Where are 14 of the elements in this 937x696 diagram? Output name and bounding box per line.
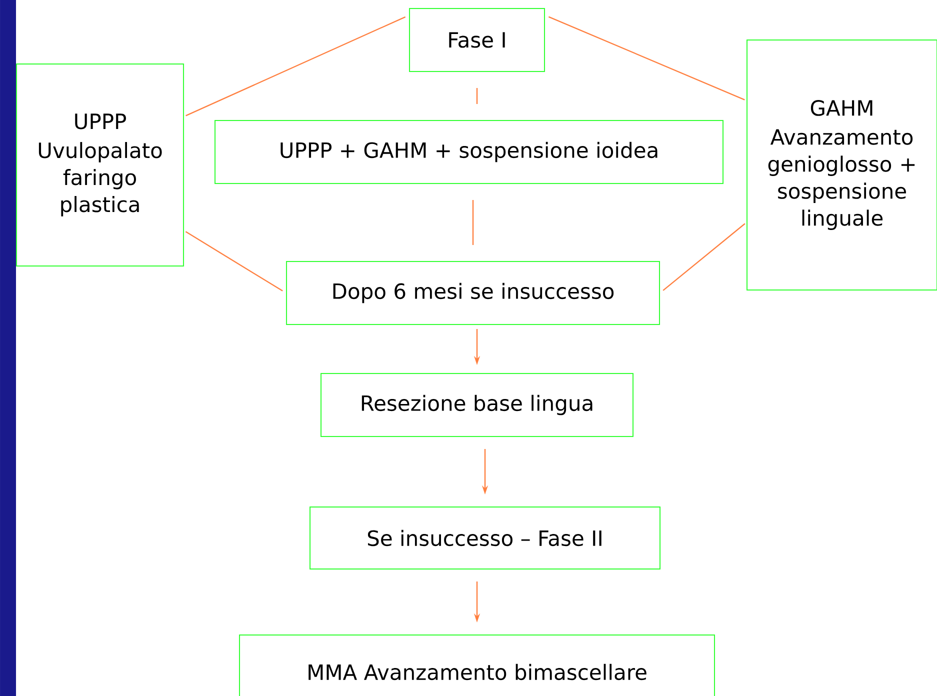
- flow-box: UPPP Uvulopalato faringo plastica: [16, 64, 184, 266]
- connector-line: [472, 200, 474, 245]
- connector-line: [185, 231, 283, 292]
- connector-line: [186, 16, 406, 116]
- connector-line: [548, 16, 745, 100]
- flow-box: Dopo 6 mesi se insuccesso: [286, 261, 660, 325]
- flow-box: MMA Avanzamento bimascellare: [239, 634, 715, 696]
- flow-box: Resezione base lingua: [320, 373, 634, 437]
- flow-box: GAHM Avanzamento genioglosso + sospensione linguale: [746, 40, 937, 290]
- connector-line: [476, 88, 478, 104]
- connector-line: [662, 223, 746, 291]
- flow-box: UPPP + GAHM + sospensione ioidea: [214, 120, 724, 184]
- flow-box: Se insuccesso – Fase II: [310, 506, 660, 570]
- flow-box: Fase I: [409, 8, 545, 72]
